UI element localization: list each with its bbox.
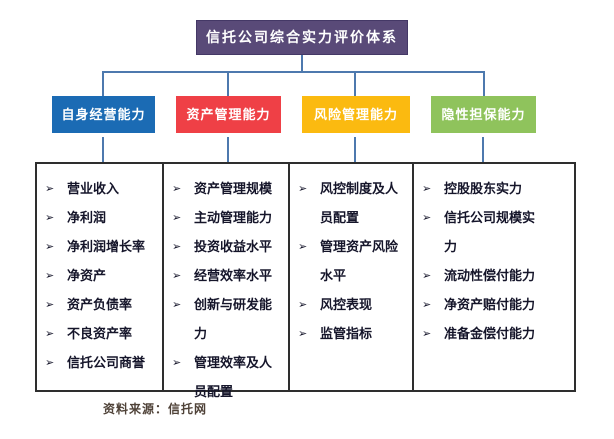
arrow-bullet-icon: ➢ (172, 298, 182, 311)
indicator-item: ➢ 管理效率及人员配置 (172, 348, 284, 406)
indicator-item: ➢ 投资收益水平 (172, 232, 284, 261)
arrow-bullet-icon: ➢ (298, 327, 308, 340)
indicator-item: ➢ 准备金偿付能力 (422, 319, 570, 348)
arrow-bullet-icon: ➢ (422, 182, 432, 195)
connector-line (102, 137, 104, 162)
arrow-bullet-icon: ➢ (422, 211, 432, 224)
arrow-bullet-icon: ➢ (422, 327, 432, 340)
indicator-item-label: 净利润 (67, 210, 107, 225)
connector-line (227, 71, 229, 96)
indicator-item-label: 资产管理规模 (194, 181, 273, 196)
indicator-item: ➢ 净资产赔付能力 (422, 290, 570, 319)
indicator-item: ➢ 不良资产率 (45, 319, 158, 348)
indicator-column-risk-management: ➢ 风控制度及人员配置 ➢ 管理资产风险水平 ➢ 风控表现 ➢ 监管指标 (290, 164, 414, 390)
connector-line (482, 137, 484, 162)
indicator-item-label: 资产负债率 (67, 297, 133, 312)
indicator-item-label: 信托公司规模实力 (444, 210, 536, 254)
indicator-item: ➢ 资产负债率 (45, 290, 158, 319)
indicator-item: ➢ 净利润 (45, 203, 158, 232)
indicator-item: ➢ 管理资产风险水平 (298, 232, 408, 290)
arrow-bullet-icon: ➢ (45, 327, 55, 340)
arrow-bullet-icon: ➢ (422, 269, 432, 282)
arrow-bullet-icon: ➢ (298, 240, 308, 253)
connector-line (354, 137, 356, 162)
arrow-bullet-icon: ➢ (172, 211, 182, 224)
indicator-item: ➢ 风控表现 (298, 290, 408, 319)
category-box-self-operation: 自身经营能力 (52, 96, 155, 133)
indicator-item-label: 信托公司商誉 (67, 355, 146, 370)
category-box-risk-management: 风险管理能力 (302, 96, 410, 133)
indicator-item: ➢ 营业收入 (45, 174, 158, 203)
indicator-item-label: 监管指标 (320, 326, 373, 341)
indicator-item-label: 净利润增长率 (67, 239, 146, 254)
indicator-item: ➢ 控股股东实力 (422, 174, 570, 203)
arrow-bullet-icon: ➢ (172, 356, 182, 369)
arrow-bullet-icon: ➢ (172, 240, 182, 253)
arrow-bullet-icon: ➢ (172, 269, 182, 282)
indicator-item: ➢ 信托公司商誉 (45, 348, 158, 377)
arrow-bullet-icon: ➢ (45, 269, 55, 282)
indicator-item-label: 准备金偿付能力 (444, 326, 536, 341)
indicator-item: ➢ 信托公司规模实力 (422, 203, 570, 261)
indicator-item-label: 投资收益水平 (194, 239, 273, 254)
arrow-bullet-icon: ➢ (45, 298, 55, 311)
indicator-item: ➢ 净利润增长率 (45, 232, 158, 261)
indicator-item-label: 管理效率及人员配置 (194, 355, 273, 399)
indicator-item-label: 净资产赔付能力 (444, 297, 536, 312)
indicator-item-label: 创新与研发能力 (194, 297, 273, 341)
indicator-item-label: 控股股东实力 (444, 181, 523, 196)
indicator-item-label: 不良资产率 (67, 326, 133, 341)
arrow-bullet-icon: ➢ (45, 211, 55, 224)
indicator-item: ➢ 主动管理能力 (172, 203, 284, 232)
indicator-item-label: 营业收入 (67, 181, 120, 196)
source-note: 资料来源：信托网 (103, 402, 208, 416)
indicator-item: ➢ 监管指标 (298, 319, 408, 348)
indicator-item: ➢ 流动性偿付能力 (422, 261, 570, 290)
connector-line (227, 137, 229, 162)
indicator-item: ➢ 净资产 (45, 261, 158, 290)
category-box-asset-management: 资产管理能力 (176, 96, 281, 133)
arrow-bullet-icon: ➢ (45, 240, 55, 253)
indicator-item: ➢ 创新与研发能力 (172, 290, 284, 348)
indicator-item-label: 管理资产风险水平 (320, 239, 399, 283)
connector-line (102, 71, 485, 73)
indicator-item-label: 风控制度及人员配置 (320, 181, 399, 225)
indicator-item: ➢ 经营效率水平 (172, 261, 284, 290)
arrow-bullet-icon: ➢ (422, 298, 432, 311)
arrow-bullet-icon: ➢ (298, 182, 308, 195)
connector-line (102, 71, 104, 96)
indicator-column-self-operation: ➢ 营业收入 ➢ 净利润 ➢ 净利润增长率 ➢ 净资产 ➢ 资产负债率 ➢ 不良资产率 ➢ 信托公司商誉 (37, 164, 164, 390)
connector-line (301, 55, 303, 72)
indicator-item-label: 风控表现 (320, 297, 373, 312)
indicator-column-implicit-guarantee: ➢ 控股股东实力 ➢ 信托公司规模实力 ➢ 流动性偿付能力 ➢ 净资产赔付能力 ➢ 准备金偿付能力 (414, 164, 574, 390)
arrow-bullet-icon: ➢ (172, 182, 182, 195)
arrow-bullet-icon: ➢ (45, 356, 55, 369)
connector-line (483, 71, 485, 96)
arrow-bullet-icon: ➢ (45, 182, 55, 195)
indicator-column-asset-management: ➢ 资产管理规模 ➢ 主动管理能力 ➢ 投资收益水平 ➢ 经营效率水平 ➢ 创新与研发能力 ➢ 管理效… (164, 164, 290, 399)
indicator-item: ➢ 资产管理规模 (172, 174, 284, 203)
indicator-item-label: 经营效率水平 (194, 268, 273, 283)
indicator-item: ➢ 风控制度及人员配置 (298, 174, 408, 232)
arrow-bullet-icon: ➢ (298, 298, 308, 311)
connector-line (354, 71, 356, 96)
indicator-item-label: 主动管理能力 (194, 210, 273, 225)
indicator-table: ➢营业收入➢净利润➢净利润增长率➢净资产➢资产负债率➢不良资产率➢信托公司商誉 … (35, 162, 576, 399)
indicator-item-label: 流动性偿付能力 (444, 268, 536, 283)
diagram-title: 信托公司综合实力评价体系 (196, 20, 408, 55)
indicator-item-label: 净资产 (67, 268, 107, 283)
category-box-implicit-guarantee: 隐性担保能力 (431, 96, 536, 133)
